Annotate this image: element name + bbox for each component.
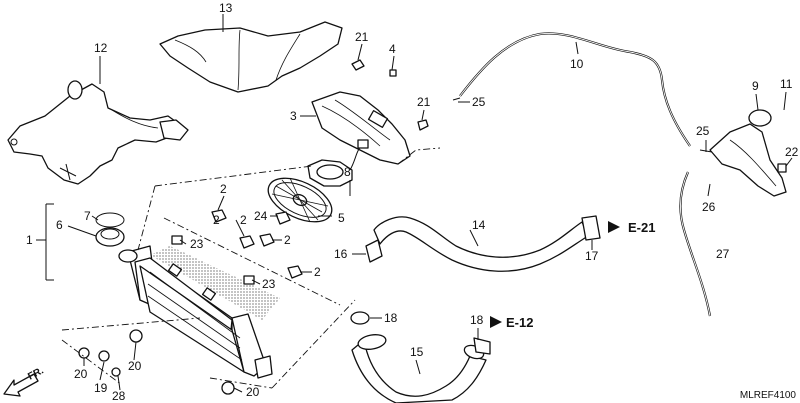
label-23-a: 23 (190, 237, 204, 251)
hose-10 (452, 32, 691, 147)
label-15: 15 (410, 345, 424, 359)
label-1: 1 (26, 233, 33, 247)
label-16: 16 (334, 247, 348, 261)
label-23-b: 23 (262, 277, 276, 291)
label-14: 14 (472, 218, 486, 232)
label-18-right: 18 (470, 313, 484, 327)
hose-14 (365, 215, 601, 272)
label-2-e: 2 (213, 213, 220, 227)
label-25-right: 25 (696, 124, 710, 138)
label-9: 9 (752, 79, 759, 93)
label-20-mid: 20 (128, 359, 142, 373)
leader-lines (36, 41, 793, 393)
o-ring-7 (95, 212, 125, 228)
label-17: 17 (585, 249, 599, 263)
label-11: 11 (780, 77, 793, 91)
reference-e12-text: E-12 (506, 315, 533, 330)
label-20-left: 20 (74, 367, 88, 381)
reference-e12: E-12 (490, 315, 533, 330)
label-12: 12 (94, 41, 108, 55)
hose-15 (350, 311, 491, 403)
label-21-mid: 21 (417, 95, 431, 109)
assembly-boundary (61, 147, 441, 389)
cooling-fan-5 (267, 177, 333, 223)
reserve-tank-9 (699, 109, 787, 197)
radiator-1 (118, 245, 280, 379)
label-21-top: 21 (355, 30, 369, 44)
label-2-d: 2 (314, 265, 321, 279)
reference-e21-text: E-21 (628, 220, 655, 235)
label-2-c: 2 (284, 233, 291, 247)
front-direction-arrow-icon (3, 373, 39, 397)
label-8: 8 (344, 165, 351, 179)
label-22: 22 (785, 145, 799, 159)
label-27: 27 (716, 247, 730, 261)
part-number-labels: 13 12 21 4 3 21 25 10 9 11 25 22 26 27 8… (26, 1, 799, 403)
reference-arrow-icon (490, 316, 502, 328)
front-direction-text: FR. (26, 365, 46, 382)
label-28: 28 (112, 389, 126, 403)
label-25-mid: 25 (472, 95, 486, 109)
reference-e21: E-21 (608, 220, 655, 235)
label-19: 19 (94, 381, 108, 395)
label-18-left: 18 (384, 311, 398, 325)
radiator-side-cover-12 (7, 56, 189, 185)
label-4: 4 (389, 42, 396, 56)
label-6: 6 (56, 218, 63, 232)
label-2-a: 2 (220, 182, 227, 196)
label-13: 13 (219, 1, 233, 15)
reference-arrow-icon (608, 221, 620, 233)
label-5: 5 (338, 211, 345, 225)
radiator-cap-6 (95, 212, 125, 247)
label-2-b: 2 (240, 213, 247, 227)
drawing-code: MLREF4100 (740, 390, 797, 401)
label-7: 7 (84, 209, 91, 223)
label-24: 24 (254, 209, 268, 223)
fan-motor-8 (307, 139, 369, 196)
label-20-bottom: 20 (246, 385, 260, 399)
front-direction: FR. (3, 365, 46, 397)
label-10: 10 (570, 57, 584, 71)
label-26: 26 (702, 200, 716, 214)
label-3: 3 (290, 109, 297, 123)
hose-27 (679, 171, 712, 317)
fan-shroud-3 (300, 91, 411, 165)
air-guide-cover-13 (159, 14, 343, 93)
